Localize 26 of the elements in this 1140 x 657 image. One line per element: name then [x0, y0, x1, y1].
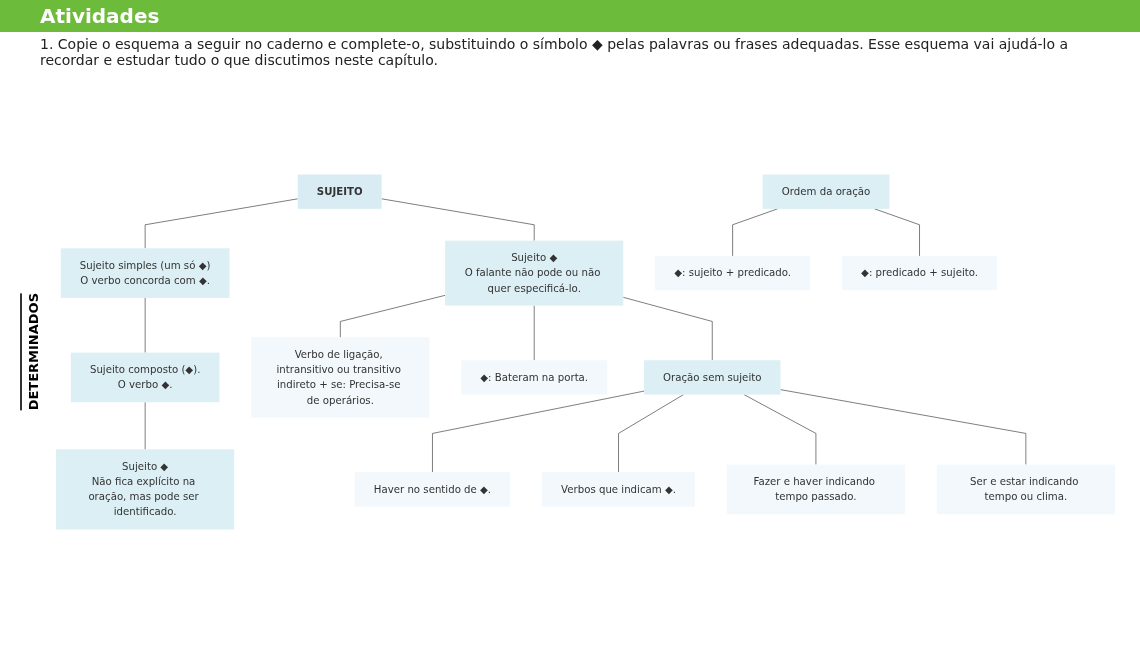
node-box: Verbo de ligação, intransitivo ou transitivo indireto + se: Precisa-se de operários. [251, 337, 430, 418]
connector [780, 389, 1027, 465]
connector [743, 394, 817, 465]
node-box: Verbos que indicam ◆. [542, 472, 696, 507]
node-box: Sujeito ◆ Não fica explícito na oração, mas pode ser identificado. [56, 449, 235, 530]
node-box: Ordem da oração [762, 174, 890, 209]
bracket-label: DETERMINADOS [20, 293, 41, 411]
connector [144, 198, 299, 249]
node-box: Sujeito composto (◆). O verbo ◆. [70, 352, 220, 403]
node-box: Fazer e haver indicando tempo passado. [726, 464, 905, 515]
section-heading: Atividades [0, 0, 1140, 32]
connector [432, 390, 645, 473]
node-box: ◆: Bateram na porta. [461, 360, 608, 395]
connector [340, 295, 446, 338]
node-box: SUJEITO [297, 174, 382, 209]
node-box: Oração sem sujeito [644, 360, 781, 395]
node-box: Sujeito ◆ O falante não pode ou não quer especificá-lo. [445, 240, 624, 306]
instruction-text: 1. Copie o esquema a seguir no caderno e complete-o, substituindo o símbolo ◆ pelas palavras ou frases adequadas. Esse esquema vai ajudá-lo a recordar e estudar tudo o que discutimos neste capítulo. [40, 36, 1070, 68]
node-box: Haver no sentido de ◆. [354, 472, 511, 507]
node-box: ◆: predicado + sujeito. [842, 255, 998, 291]
node-box: ◆: sujeito + predicado. [655, 255, 811, 291]
connector [381, 198, 535, 241]
node-box: Ser e estar indicando tempo ou clima. [936, 464, 1115, 515]
connector [618, 394, 684, 473]
connector [622, 297, 713, 361]
node-box: Sujeito simples (um só ◆) O verbo concorda com ◆. [60, 248, 230, 298]
